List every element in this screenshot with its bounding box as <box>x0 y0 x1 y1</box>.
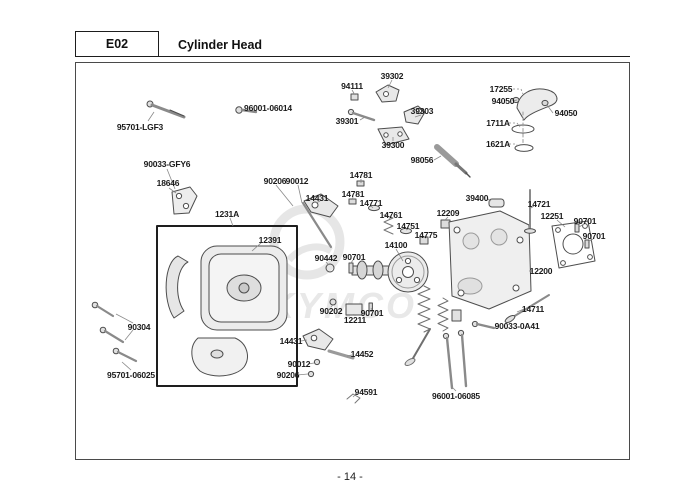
part-label: 14452 <box>350 349 374 359</box>
part-label: 90442 <box>314 253 338 263</box>
part-label: 90701 <box>342 252 366 262</box>
part-label: 12211 <box>343 315 367 325</box>
part-label: 1711A <box>486 118 510 128</box>
part-label: 39300 <box>381 140 405 150</box>
header-rule <box>75 55 630 58</box>
page-number: - 14 - <box>337 471 363 483</box>
part-label: 14761 <box>379 210 403 220</box>
part-label: 12391 <box>258 235 282 245</box>
part-label: 95701-06025 <box>107 370 155 380</box>
part-label: 12209 <box>436 208 460 218</box>
page-title: Cylinder Head <box>178 38 263 52</box>
part-label: 18646 <box>156 178 180 188</box>
section-code: E02 <box>105 37 129 51</box>
part-label: 14751 <box>396 221 420 231</box>
part-label: 14775 <box>414 230 438 240</box>
part-label: 14711 <box>521 304 545 314</box>
part-label: 90304 <box>127 322 151 332</box>
part-label: 14431 <box>305 193 329 203</box>
part-label: 94050 <box>491 96 515 106</box>
part-label: 98056 <box>410 155 434 165</box>
part-label: 90033-GFY6 <box>143 159 191 169</box>
part-label: 90206 <box>263 176 287 186</box>
part-label: 14771 <box>359 198 383 208</box>
part-label: 94050 <box>554 108 578 118</box>
part-label: 39302 <box>380 71 404 81</box>
part-label: 90012 <box>285 176 309 186</box>
part-label: 90701 <box>582 231 606 241</box>
part-label: 14721 <box>527 199 551 209</box>
part-label: 94591 <box>354 387 378 397</box>
part-label: 90202 <box>319 306 343 316</box>
part-label: 12251 <box>540 211 564 221</box>
part-label: 39303 <box>410 106 434 116</box>
part-label: 90701 <box>360 308 384 318</box>
part-label: 90701 <box>573 216 597 226</box>
part-label: 14431 <box>279 336 303 346</box>
part-label: 14781 <box>341 189 365 199</box>
part-label: 14100 <box>384 240 408 250</box>
part-label: 90033-0A41 <box>494 321 540 331</box>
part-label: 95701-LGF3 <box>116 122 164 132</box>
part-label: 96001-06085 <box>432 391 480 401</box>
part-label: 90012 <box>287 359 311 369</box>
part-label: 17255 <box>489 84 513 94</box>
part-label: 39301 <box>335 116 359 126</box>
part-label: 1231A <box>214 209 240 219</box>
part-label: 12200 <box>529 266 553 276</box>
part-label: 1621A <box>485 139 511 149</box>
part-label: 39400 <box>465 193 489 203</box>
part-label: 96001-06014 <box>244 103 292 113</box>
part-label: 90206 <box>276 370 300 380</box>
section-code-box: E02 <box>75 31 159 57</box>
part-label: 94111 <box>341 81 363 91</box>
part-label: 14781 <box>349 170 373 180</box>
